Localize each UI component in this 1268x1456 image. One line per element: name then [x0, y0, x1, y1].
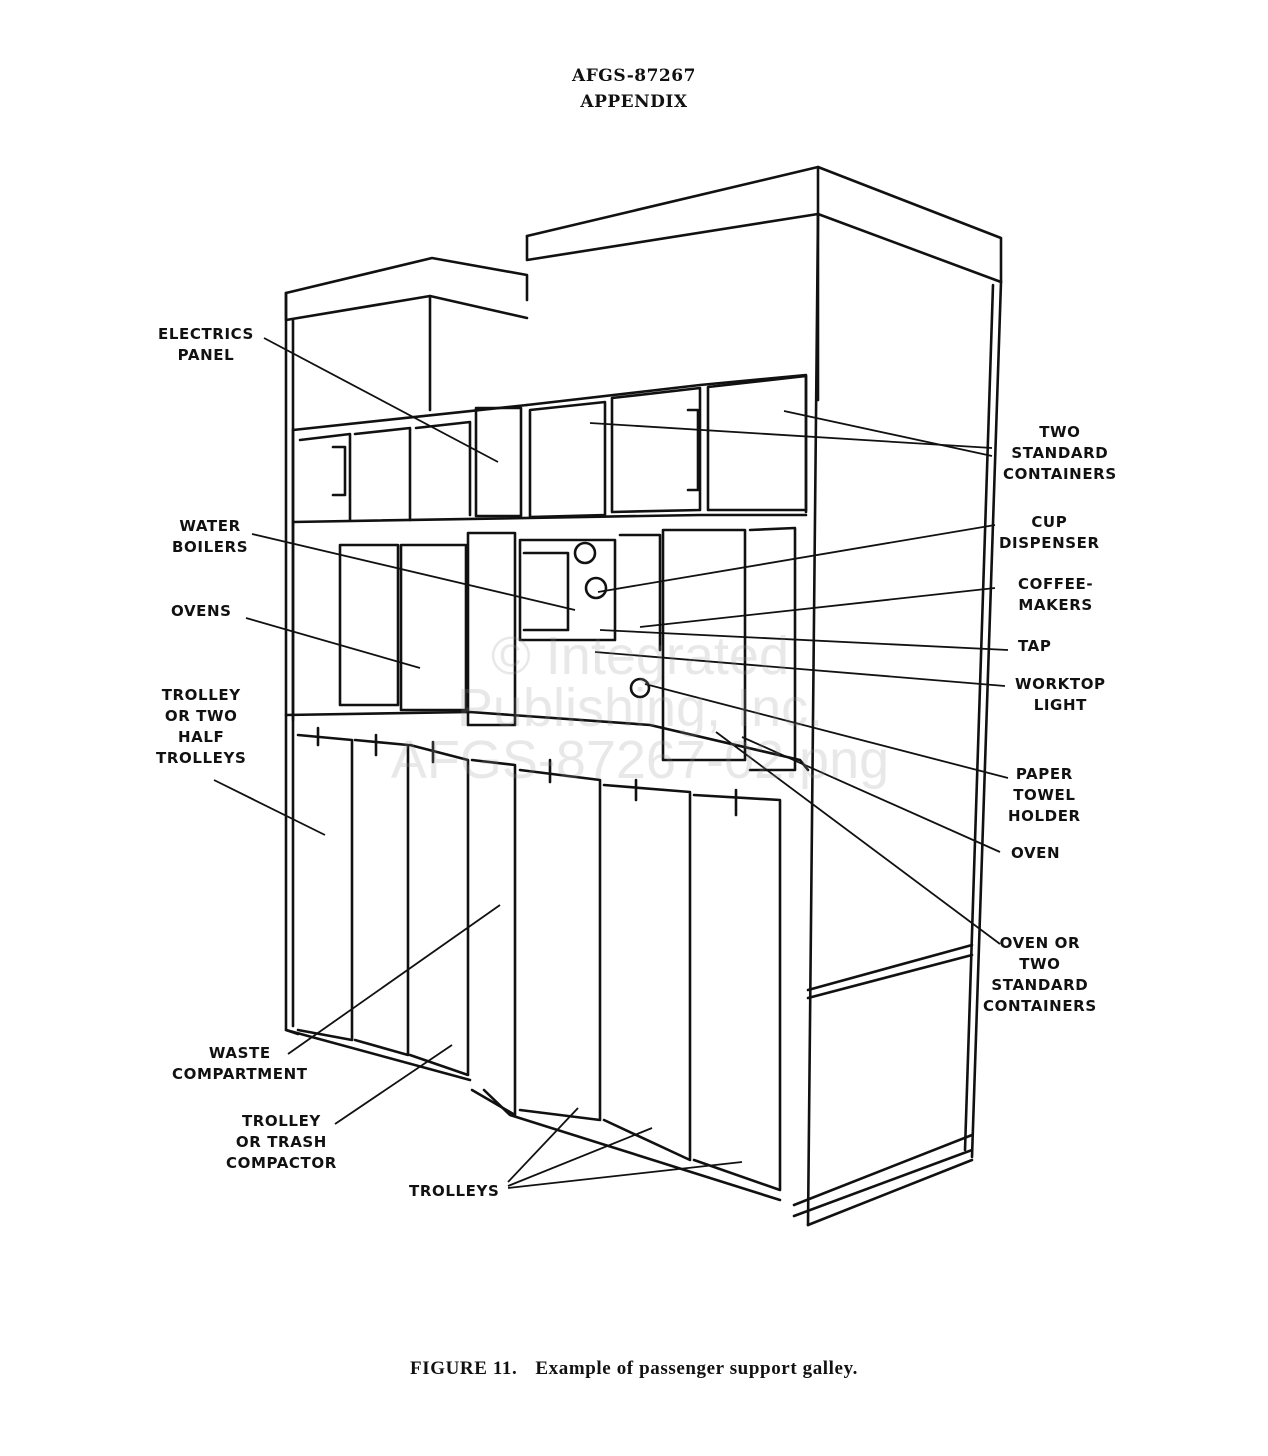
- label-coffee-makers: COFFEE-MAKERS: [1018, 575, 1094, 614]
- label-oven: OVEN: [1011, 844, 1061, 862]
- label-tap: TAP: [1018, 637, 1052, 655]
- label-trolleys: TROLLEYS: [409, 1182, 500, 1200]
- figure-number: FIGURE 11.: [410, 1358, 518, 1379]
- document-id: AFGS-87267: [572, 66, 696, 86]
- section-title: APPENDIX: [580, 92, 688, 112]
- figure-caption-text: Example of passenger support galley.: [535, 1358, 858, 1379]
- label-ovens: OVENS: [171, 602, 232, 620]
- figure-caption: FIGURE 11. Example of passenger support g…: [0, 1358, 1268, 1380]
